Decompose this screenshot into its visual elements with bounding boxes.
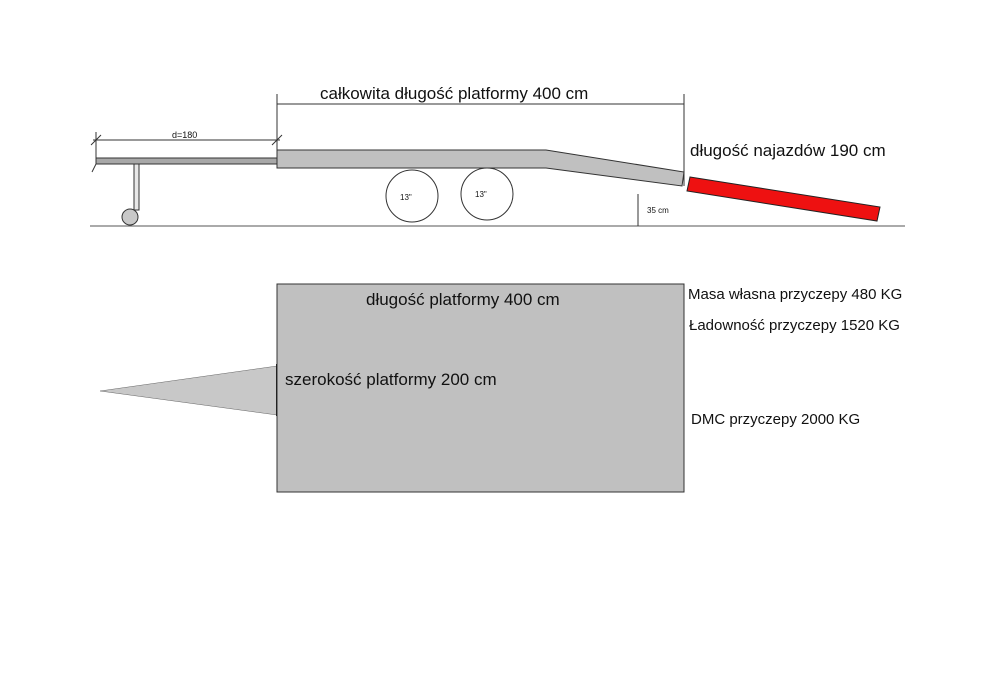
drawbar-length-label: d=180	[172, 130, 198, 140]
drawbar-beam	[95, 157, 278, 165]
jockey-wheel-leg	[133, 163, 140, 211]
drawbar-triangle	[99, 365, 278, 416]
ramp	[686, 176, 881, 222]
height-label: 35 cm	[647, 206, 669, 215]
wheel-front-label: 13"	[400, 193, 412, 202]
wheel-rear-label: 13"	[475, 190, 487, 199]
platform-side	[276, 149, 685, 187]
ramp-length-label: długość najazdów 190 cm	[690, 141, 886, 160]
payload-label: Ładowność przyczepy 1520 KG	[689, 317, 900, 334]
drawbar-tick-left	[90, 134, 102, 146]
platform-top	[276, 283, 685, 493]
drawbar-tick-right	[271, 134, 283, 146]
gvw-label: DMC przyczepy 2000 KG	[691, 411, 861, 428]
jockey-wheel	[121, 208, 139, 226]
own-mass-label: Masa własna przyczepy 480 KG	[688, 286, 903, 303]
total-length-label: całkowita długość platformy 400 cm	[320, 84, 589, 103]
platform-width-label: szerokość platformy 200 cm	[285, 370, 497, 389]
coupler-hook	[91, 163, 97, 173]
platform-length-label: długość platformy 400 cm	[366, 290, 560, 309]
wheel-rear	[460, 167, 514, 221]
wheel-front	[385, 169, 439, 223]
